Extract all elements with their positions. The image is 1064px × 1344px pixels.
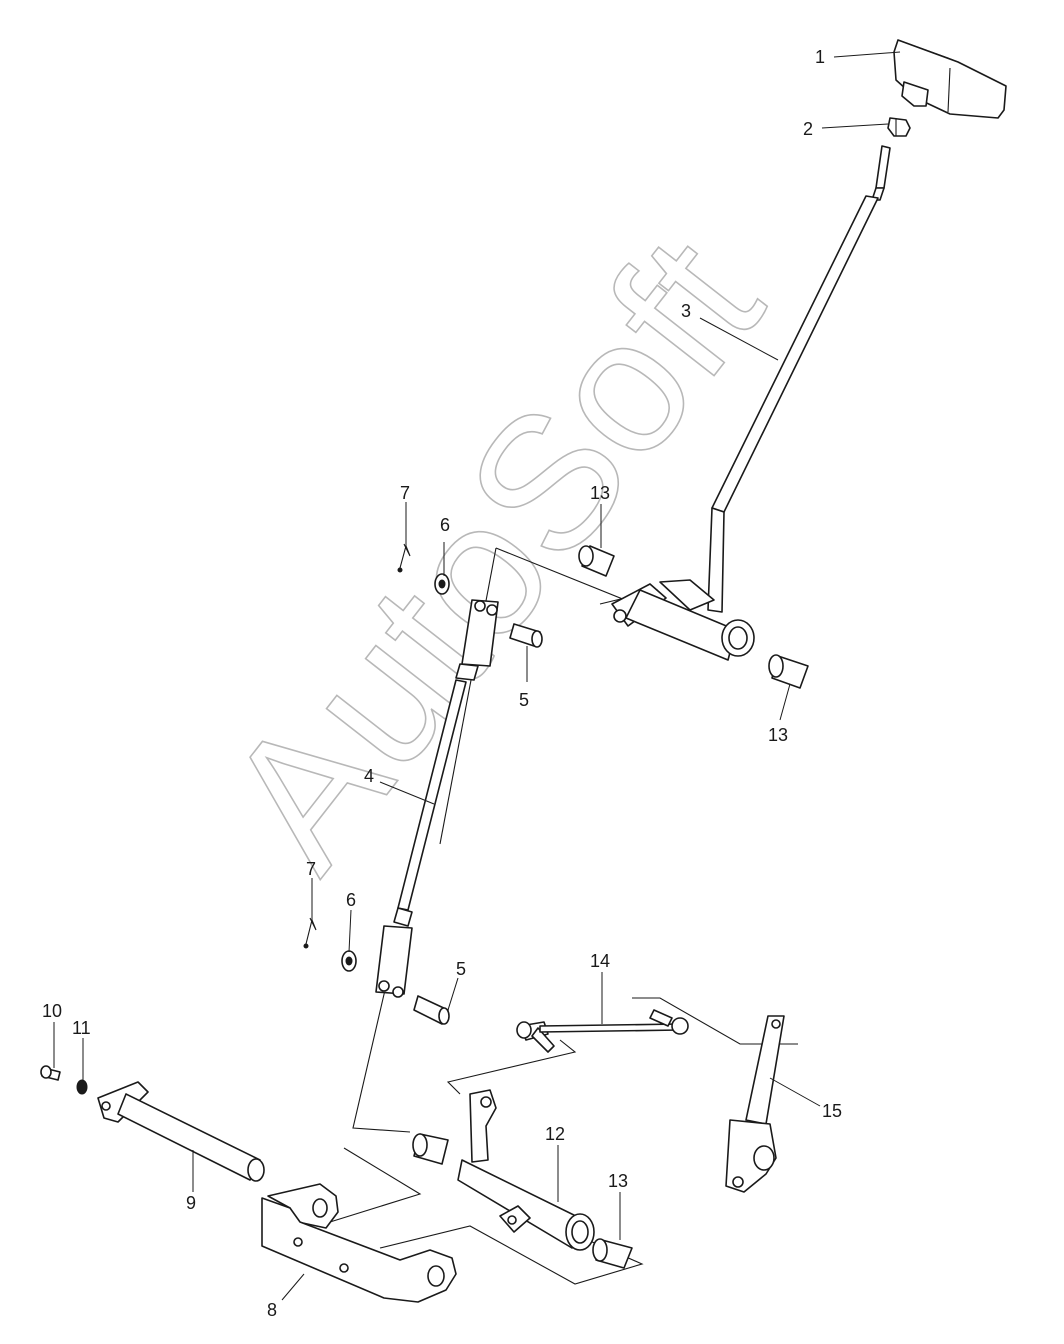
part-5-pin-upper bbox=[509, 623, 543, 648]
callout-7-lower: 7 bbox=[306, 859, 316, 879]
part-7-cotter-pin-upper bbox=[397, 543, 411, 573]
callout-6-upper: 6 bbox=[440, 515, 450, 535]
callout-4: 4 bbox=[364, 766, 374, 786]
part-13-bushing-upper-left bbox=[578, 545, 615, 577]
callout-12: 12 bbox=[545, 1124, 565, 1144]
part-9-pivot-shaft bbox=[97, 1081, 265, 1182]
callout-13-lower: 13 bbox=[608, 1171, 628, 1191]
callout-labels: 1 2 3 4 5 5 6 6 7 7 8 9 10 11 12 13 13 1… bbox=[42, 47, 842, 1320]
callout-9: 9 bbox=[186, 1193, 196, 1213]
part-15-shift-arm bbox=[725, 1015, 785, 1193]
part-4-rod bbox=[375, 599, 499, 998]
part-6-washer-upper bbox=[434, 573, 450, 595]
part-2-nut bbox=[887, 117, 911, 137]
callout-14: 14 bbox=[590, 951, 610, 971]
part-1-knob bbox=[893, 39, 1007, 119]
part-8-bracket bbox=[261, 1183, 457, 1303]
callout-8: 8 bbox=[267, 1300, 277, 1320]
part-7-cotter-pin-lower bbox=[303, 917, 317, 949]
callout-2: 2 bbox=[803, 119, 813, 139]
callout-7-upper: 7 bbox=[400, 483, 410, 503]
part-14-link-rod bbox=[516, 1009, 689, 1053]
part-5-pin-lower bbox=[413, 995, 450, 1025]
callout-10: 10 bbox=[42, 1001, 62, 1021]
assembly-guide-lines bbox=[329, 547, 798, 1285]
callout-1: 1 bbox=[815, 47, 825, 67]
callout-5-upper: 5 bbox=[519, 690, 529, 710]
part-13-bushing-left-lower bbox=[412, 1133, 449, 1165]
part-6-washer-lower bbox=[341, 950, 357, 972]
part-13-bushing-lower bbox=[592, 1238, 633, 1269]
callout-5-lower: 5 bbox=[456, 959, 466, 979]
callout-leaders bbox=[53, 51, 901, 1301]
part-12-cross-shaft bbox=[457, 1089, 595, 1251]
callout-3: 3 bbox=[681, 301, 691, 321]
callout-6-lower: 6 bbox=[346, 890, 356, 910]
part-11-washer bbox=[76, 1079, 88, 1095]
watermark: AutoSoft bbox=[185, 200, 801, 905]
part-13-bushing-upper-right bbox=[768, 654, 809, 689]
callout-15: 15 bbox=[822, 1101, 842, 1121]
callout-11: 11 bbox=[72, 1018, 91, 1038]
part-10-bolt bbox=[40, 1065, 61, 1081]
callout-13-right: 13 bbox=[768, 725, 788, 745]
part-3-lever bbox=[707, 145, 891, 613]
callout-13-upper: 13 bbox=[590, 483, 610, 503]
shift-shaft-assembly bbox=[611, 579, 755, 661]
